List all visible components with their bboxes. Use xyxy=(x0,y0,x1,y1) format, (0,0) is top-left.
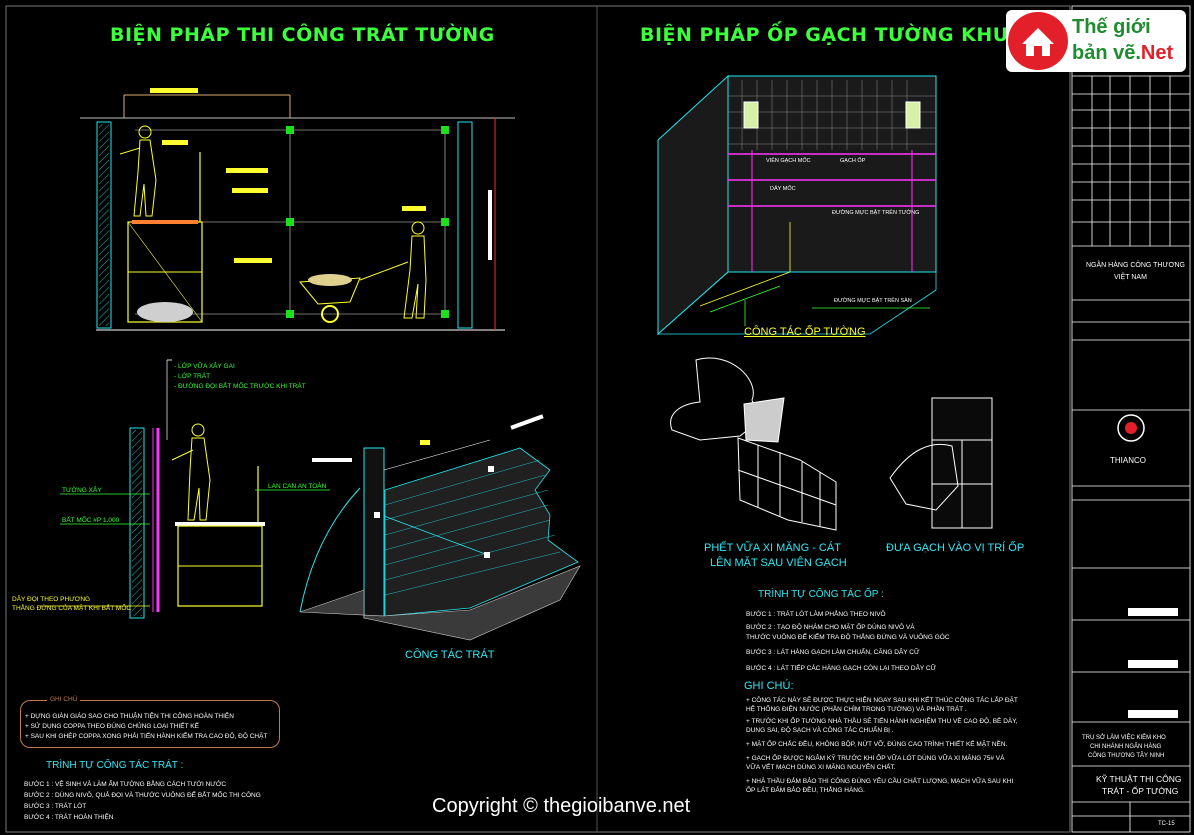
label-tile: VIÊN GẠCH MỐC xyxy=(766,158,811,164)
title-block-lines xyxy=(1071,5,1191,833)
tile-note: + NHÀ THẦU ĐẢM BẢO THI CÔNG ĐÚNG YÊU CẦU… xyxy=(746,778,1014,785)
tile-note: + MẶT ỐP CHẮC ĐỀU, KHÔNG BỘP, NỨT VỠ, ĐÚ… xyxy=(746,741,1008,748)
tile-note: VỮA VẾT MẠCH DÙNG XI MĂNG NGUYÊN CHẤT. xyxy=(746,764,896,771)
left-title: BIỆN PHÁP THI CÔNG TRÁT TƯỜNG xyxy=(110,24,495,46)
tile-step: BƯỚC 1 : TRÁT LÓT LÀM PHẲNG THEO NIVÔ xyxy=(746,611,886,618)
tile-step: BƯỚC 3 : LÁT HÀNG GẠCH LÀM CHUẨN, CĂNG D… xyxy=(746,649,920,656)
tile-caption-left2: LÊN MẶT SAU VIÊN GẠCH xyxy=(710,557,847,569)
site-logo[interactable]: Thế giới bản vẽ.Net xyxy=(1006,10,1186,72)
label-string: DÂY MỐC xyxy=(770,186,796,192)
notes-left-line: + DỰNG GIÀN GIÁO SAO CHO THUẬN TIỆN THI … xyxy=(25,713,234,720)
tile-caption-left1: PHẾT VỮA XI MĂNG - CÁT xyxy=(704,542,841,554)
tb-sheet: TC-15 xyxy=(1158,821,1175,827)
tile-iso xyxy=(656,74,937,336)
label-rail: LAN CAN AN TOÀN xyxy=(268,483,327,490)
tile-step: THƯỚC VUÔNG ĐỂ KIỂM TRA ĐỘ THẲNG ĐỨNG VÀ… xyxy=(746,634,950,641)
tile-notes-heading: GHI CHÚ: xyxy=(744,680,794,692)
tb-project2: CHI NHÁNH NGÂN HÀNG xyxy=(1090,744,1162,750)
tile-note: + CÔNG TÁC NÀY SẼ ĐƯỢC THỰC HIỆN NGAY SA… xyxy=(746,697,1018,704)
plaster-caption: CÔNG TÁC TRÁT xyxy=(405,649,495,661)
label-plumb2: THẲNG ĐỨNG CỦA MẶT KHI BẮT MỐC xyxy=(12,605,132,612)
tb-company: THIANCO xyxy=(1110,456,1146,465)
label-layer3: - ĐƯỜNG ĐỌI BẮT MỐC TRƯỚC KHI TRÁT xyxy=(174,383,306,390)
tile-note: DUNG SAI, ĐỘ SẠCH VÀ CÔNG TÁC CHUẨN BỊ . xyxy=(746,727,894,734)
label-plumb1: DÂY ĐỌI THEO PHƯƠNG xyxy=(12,596,91,603)
plaster-steps-heading: TRÌNH TỰ CÔNG TÁC TRÁT : xyxy=(46,760,184,771)
tile-note: ỐP LÁT ĐẢM BẢO ĐỀU, THẲNG HÀNG. xyxy=(746,787,865,794)
logo-line1: Thế giới xyxy=(1072,16,1151,38)
notes-left-line: + SAU KHI GHÉP COPPA XONG PHẢI TIẾN HÀNH… xyxy=(25,733,268,740)
house-icon xyxy=(1008,12,1068,70)
tile-steps-heading: TRÌNH TỰ CÔNG TÁC ỐP : xyxy=(758,589,884,600)
plaster-elevation xyxy=(80,88,515,331)
label-mark: BẮT MỐC #P 1.000 xyxy=(62,517,120,524)
tile-step: BƯỚC 2 : TẠO ĐỘ NHÁM CHO MẶT ỐP DÙNG NIV… xyxy=(746,624,915,631)
company-logo-icon xyxy=(1117,414,1145,442)
plaster-step: BƯỚC 1 : VỆ SINH VÀ LÀM ẨM TƯỜNG BẰNG CÁ… xyxy=(24,781,227,788)
plaster-iso xyxy=(299,414,581,641)
notes-left-line: + SỬ DỤNG COPPA THEO ĐÚNG CHỦNG LOẠI THI… xyxy=(25,723,199,730)
notes-left-box: GHI CHÚ + DỰNG GIÀN GIÁO SAO CHO THUẬN T… xyxy=(20,696,280,748)
tb-drawing1: KỸ THUẬT THI CÔNG xyxy=(1096,774,1182,784)
tb-owner2: VIỆT NAM xyxy=(1114,274,1147,281)
tile-step: BƯỚC 4 : LÁT TIẾP CÁC HÀNG GẠCH CÒN LẠI … xyxy=(746,665,937,672)
right-title: BIỆN PHÁP ỐP GẠCH TƯỜNG KHU VỆ xyxy=(640,24,1045,46)
plaster-section xyxy=(40,359,330,619)
tb-project1: TRỤ SỞ LÀM VIỆC KIÊM KHO xyxy=(1082,735,1166,741)
plaster-step: BƯỚC 3 : TRÁT LÓT xyxy=(24,803,87,810)
tb-owner1: NGÂN HÀNG CÔNG THƯƠNG xyxy=(1086,262,1185,269)
label-layer2: - LỚP TRÁT xyxy=(174,373,211,380)
tile-iso-caption: CÔNG TÁC ỐP TƯỜNG xyxy=(744,326,866,338)
notes-left-heading: GHI CHÚ xyxy=(47,696,81,703)
tile-note: + GẠCH ỐP ĐƯỢC NGÂM KỸ TRƯỚC KHI ỐP VỮA … xyxy=(746,755,1005,762)
logo-line2: bản vẽ. xyxy=(1072,42,1141,64)
label-layer1: - LỚP VỮA XÂY GAI xyxy=(174,363,235,370)
plaster-step: BƯỚC 4 : TRÁT HOÀN THIỆN xyxy=(24,814,114,821)
tile-hands xyxy=(670,357,993,531)
label-tile-ref: GẠCH ỐP xyxy=(840,158,866,164)
logo-line3: Net xyxy=(1140,42,1174,64)
label-floor: ĐƯỜNG MỰC BẬT TRÊN SÀN xyxy=(834,298,912,304)
copyright-watermark: Copyright © thegioibanve.net xyxy=(432,795,691,817)
tile-note: HỆ THỐNG ĐIỆN NƯỚC (PHẦN CHÌM TRONG TƯỜN… xyxy=(746,706,967,713)
plaster-step: BƯỚC 2 : DÙNG NIVÔ, QUẢ ĐỌI VÀ THƯỚC VUÔ… xyxy=(24,792,261,799)
label-level: ĐƯỜNG MỰC BẬT TRÊN TƯỜNG xyxy=(832,210,920,216)
tb-drawing2: TRÁT - ỐP TƯỜNG xyxy=(1102,786,1179,796)
tile-note: + TRƯỚC KHI ỐP TƯỜNG NHÀ THẦU SẼ TIẾN HÀ… xyxy=(746,718,1018,725)
label-wall: TƯỜNG XÂY xyxy=(62,487,102,494)
tb-project3: CÔNG THƯƠNG TÂY NINH xyxy=(1088,753,1165,759)
tile-caption-right: ĐƯA GẠCH VÀO VỊ TRÍ ỐP xyxy=(886,542,1025,554)
